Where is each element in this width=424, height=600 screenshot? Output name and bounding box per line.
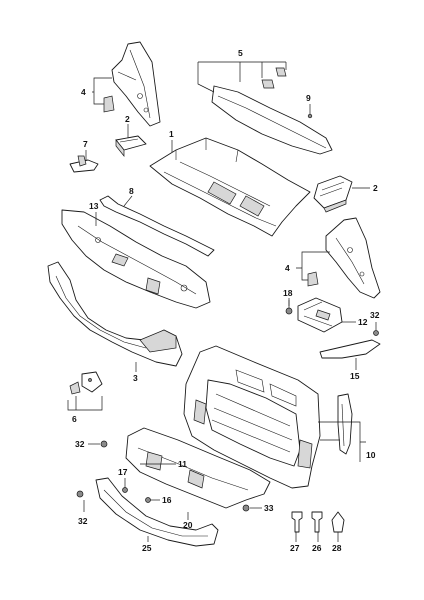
part-16-clip bbox=[145, 497, 151, 503]
callout-18: 18 bbox=[283, 288, 293, 298]
part-9-screw bbox=[307, 104, 313, 119]
part-5-cowl-strip bbox=[211, 67, 333, 155]
callout-13: 13 bbox=[89, 201, 99, 211]
leader-lines bbox=[67, 61, 370, 542]
callout-26: 26 bbox=[312, 543, 322, 553]
part-32-left-lower-bolt bbox=[76, 490, 84, 498]
callout-15: 15 bbox=[350, 371, 360, 381]
callout-12: 12 bbox=[358, 317, 368, 327]
part-2-left-cover bbox=[115, 135, 147, 157]
part-15-trim bbox=[319, 339, 381, 359]
callout-1: 1 bbox=[169, 129, 174, 139]
part-8-seal bbox=[99, 195, 215, 257]
part-25-bumper-beam bbox=[95, 477, 219, 547]
part-6-clip bbox=[69, 371, 103, 395]
part-32-right-screw bbox=[373, 322, 379, 336]
part-33-bolt bbox=[242, 504, 250, 512]
callout-32-right: 32 bbox=[370, 310, 380, 320]
part-28-plug bbox=[331, 511, 345, 533]
callout-20: 20 bbox=[183, 520, 193, 530]
part-4-lower-pillar bbox=[307, 217, 381, 299]
callout-5: 5 bbox=[238, 48, 243, 58]
callout-8: 8 bbox=[129, 186, 134, 196]
callout-32-left-lower: 32 bbox=[78, 516, 88, 526]
callout-27: 27 bbox=[290, 543, 300, 553]
callout-3: 3 bbox=[133, 373, 138, 383]
callout-7: 7 bbox=[83, 139, 88, 149]
callout-17: 17 bbox=[118, 467, 128, 477]
part-17-bolt bbox=[122, 487, 128, 493]
part-27-pin bbox=[291, 511, 303, 533]
part-10-side-bracket bbox=[337, 393, 353, 455]
part-3-dash-seal bbox=[47, 261, 183, 367]
callout-4-lower: 4 bbox=[285, 263, 290, 273]
part-2-right-cover bbox=[313, 175, 353, 213]
callout-2-right: 2 bbox=[373, 183, 378, 193]
part-26-pin bbox=[311, 511, 323, 533]
part-32-left-upper-bolt bbox=[100, 440, 108, 448]
part-18-bolt bbox=[285, 298, 293, 315]
part-20-cross-member bbox=[125, 427, 271, 509]
callout-32-left-upper: 32 bbox=[75, 439, 85, 449]
callout-11: 11 bbox=[178, 459, 187, 469]
part-7-clip bbox=[69, 155, 99, 173]
callout-33: 33 bbox=[264, 503, 274, 513]
part-4-upper-pillar bbox=[103, 41, 161, 127]
callout-6: 6 bbox=[72, 414, 77, 424]
callout-25: 25 bbox=[142, 543, 152, 553]
front-carrier bbox=[183, 345, 321, 489]
callout-16: 16 bbox=[162, 495, 172, 505]
callout-10: 10 bbox=[366, 450, 376, 460]
part-12-bracket bbox=[297, 297, 343, 333]
part-13-insulation bbox=[61, 209, 211, 309]
part-1-cowl-panel bbox=[149, 137, 311, 237]
callout-9: 9 bbox=[306, 93, 311, 103]
callout-2-left: 2 bbox=[125, 114, 130, 124]
callout-4-upper: 4 bbox=[81, 87, 86, 97]
callout-28: 28 bbox=[332, 543, 342, 553]
